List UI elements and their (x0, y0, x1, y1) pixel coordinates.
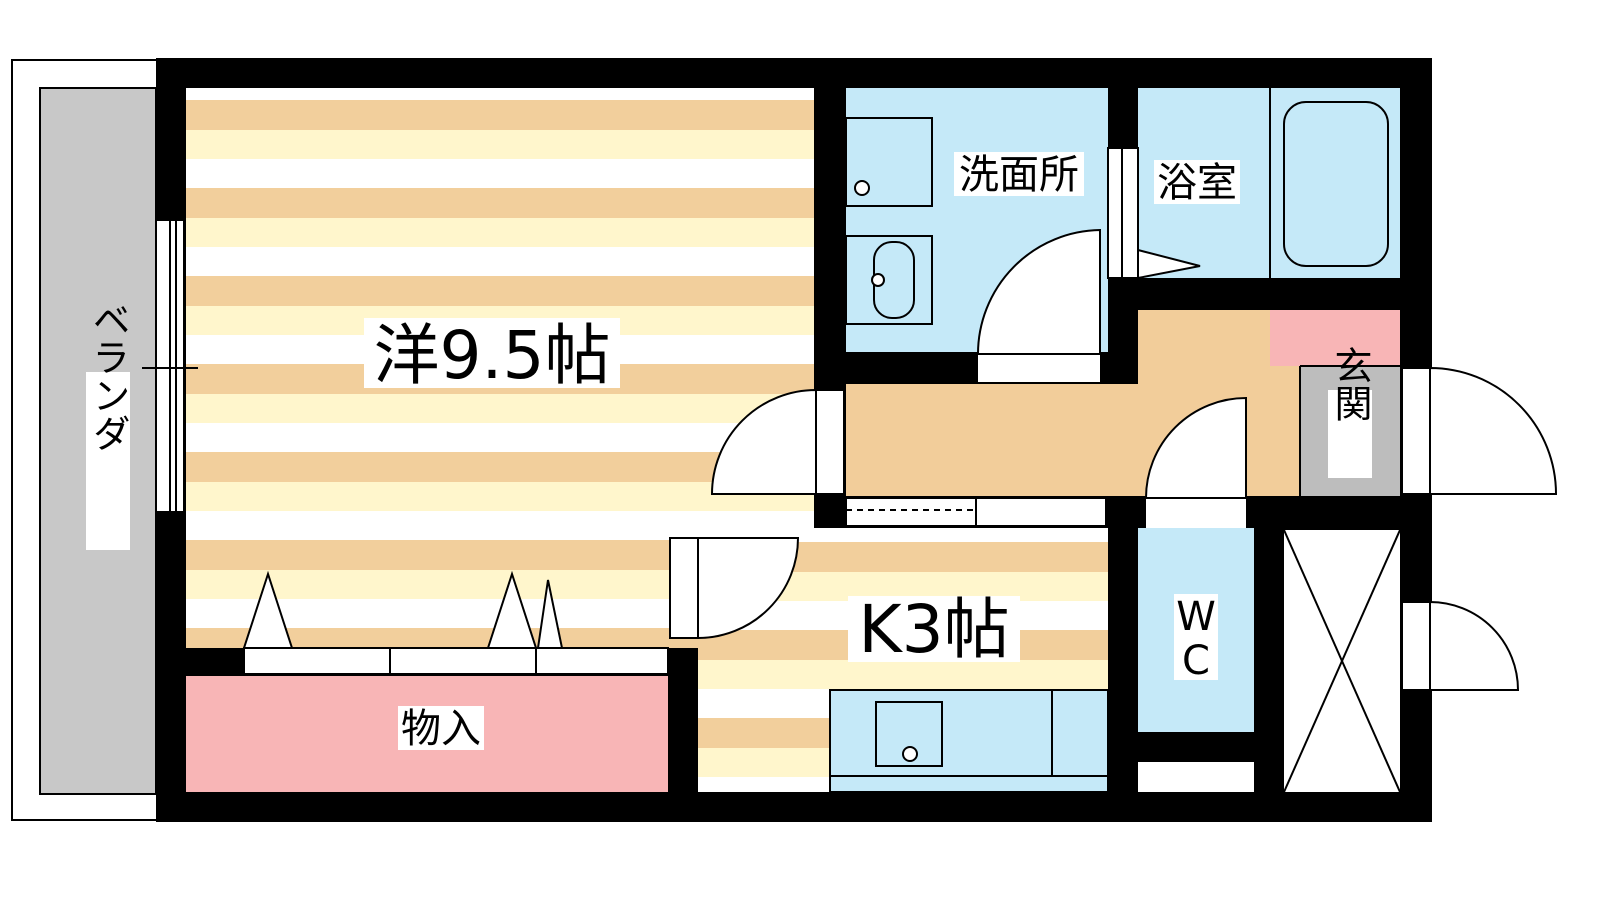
storage-door-swing (1429, 600, 1520, 691)
bathroom-door-mark (1137, 248, 1201, 280)
washroom-label-bg (954, 152, 1084, 196)
bathroom-label: 浴室 (1157, 160, 1237, 206)
kitchen-label: K3帖 (858, 591, 1009, 668)
kitchen-door-swing (697, 537, 800, 640)
western-door-swing (710, 388, 817, 495)
washing-machine-drain (854, 180, 870, 196)
front-door-swing (1429, 366, 1558, 495)
washroom-door-swing (976, 228, 1101, 355)
hall-floor (1100, 384, 1140, 496)
wc-lower-space (1138, 762, 1254, 792)
kitchen-label-bg (848, 596, 1020, 662)
bathroom-label-bg (1154, 160, 1240, 204)
western-room-label: 洋9.5帖 (374, 317, 611, 394)
closet-label: 物入 (401, 706, 481, 752)
wc-label-w: W (1176, 594, 1216, 640)
wc-label-bg (1174, 594, 1218, 680)
closet-door-mark (242, 570, 294, 649)
entrance-label: 玄関 (1328, 346, 1372, 422)
closet-door-track (243, 647, 669, 675)
kitchen-counter (829, 689, 1109, 777)
vanity-drain (871, 273, 885, 287)
closet-door-mark (486, 570, 538, 649)
western-door-jamb (815, 389, 845, 495)
washroom-door-gap (978, 354, 1100, 382)
closet-label-bg (398, 706, 484, 750)
hall-floor (846, 384, 1108, 496)
veranda-label-bg (86, 372, 130, 550)
front-door-jamb (1401, 367, 1431, 495)
entrance-label-bg (1328, 390, 1372, 478)
kitchen-counter-base (829, 775, 1109, 793)
veranda-label: ベランダ (86, 300, 130, 452)
western-room-floor-ext (700, 500, 814, 530)
closet-door-mark (536, 579, 564, 649)
wc-label-c: C (1182, 638, 1210, 684)
shoe-cabinet (1270, 310, 1400, 366)
western-label-bg (364, 318, 620, 388)
kitchen-drain (902, 746, 918, 762)
wc-door-swing (1144, 396, 1247, 499)
bathtub (1283, 101, 1389, 267)
wc-door-gap (1146, 498, 1246, 528)
storage-door-jamb (1401, 601, 1431, 691)
kitchen-door-jamb (669, 537, 699, 639)
washroom-label: 洗面所 (959, 152, 1079, 198)
storage-cross (1283, 529, 1401, 793)
